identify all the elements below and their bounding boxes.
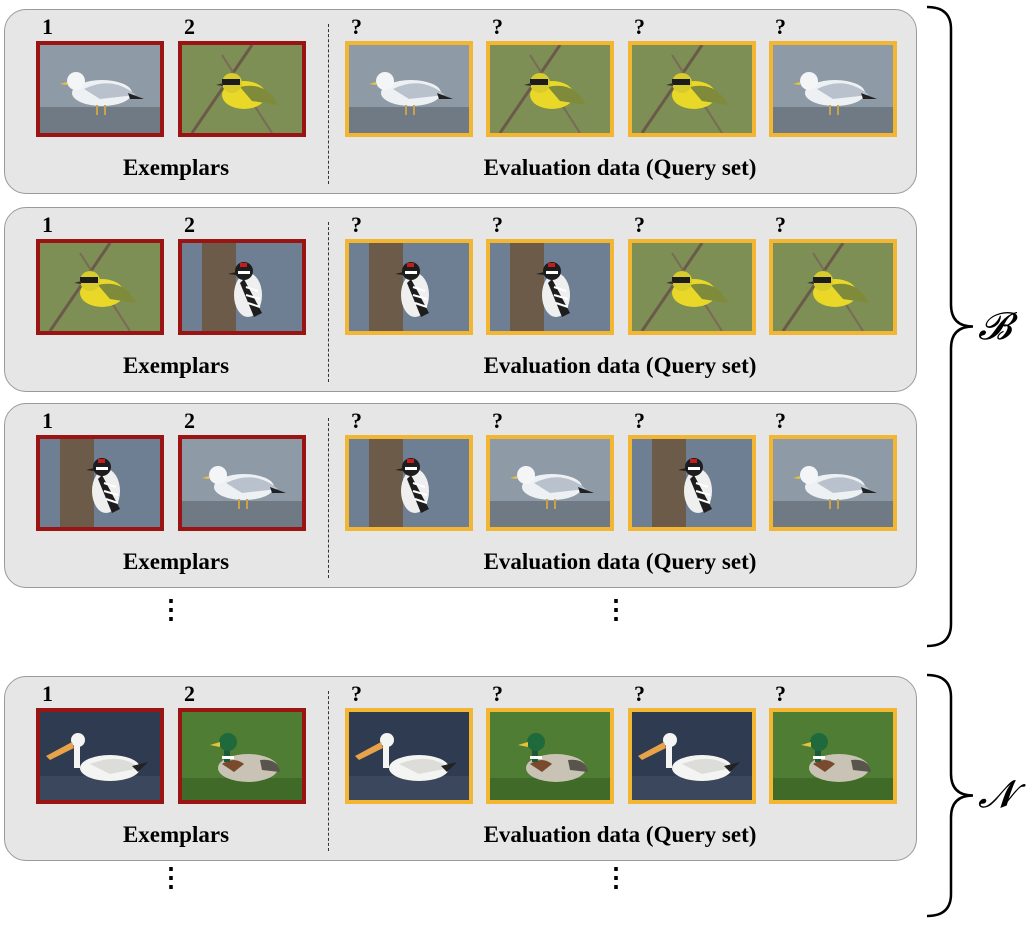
query-mark: ?	[775, 212, 786, 237]
exemplar-image	[36, 708, 164, 804]
query-image	[769, 41, 897, 137]
base-set-symbol: 𝓑	[978, 304, 1012, 348]
query-set-label: Evaluation data (Query set)	[483, 549, 757, 574]
support-query-divider	[328, 691, 329, 851]
query-mark: ?	[775, 408, 786, 433]
query-mark: ?	[492, 212, 503, 237]
exemplar-number: 2	[184, 14, 195, 39]
exemplar-number: 2	[184, 681, 195, 706]
query-mark: ?	[634, 681, 645, 706]
vertical-ellipsis: ⋮	[603, 595, 629, 624]
query-set-label: Evaluation data (Query set)	[483, 155, 757, 180]
query-mark: ?	[351, 14, 362, 39]
exemplar-image	[36, 239, 164, 335]
exemplar-image	[36, 41, 164, 137]
support-query-divider	[328, 222, 329, 382]
exemplar-image	[178, 708, 306, 804]
query-image	[345, 708, 473, 804]
exemplar-image	[178, 239, 306, 335]
query-image	[628, 239, 756, 335]
query-image	[769, 435, 897, 531]
vertical-ellipsis: ⋮	[603, 863, 629, 892]
novel-set-brace	[926, 673, 974, 918]
query-mark: ?	[351, 212, 362, 237]
exemplar-image	[36, 435, 164, 531]
exemplar-image	[178, 435, 306, 531]
query-image	[628, 708, 756, 804]
exemplar-image	[178, 41, 306, 137]
query-image	[486, 41, 614, 137]
query-mark: ?	[634, 14, 645, 39]
query-image	[628, 435, 756, 531]
query-image	[486, 708, 614, 804]
query-mark: ?	[351, 681, 362, 706]
vertical-ellipsis: ⋮	[158, 595, 184, 624]
query-image	[345, 239, 473, 335]
query-image	[628, 41, 756, 137]
exemplars-label: Exemplars	[122, 549, 230, 574]
exemplar-number: 2	[184, 212, 195, 237]
exemplar-number: 1	[42, 408, 53, 433]
novel-set-symbol: 𝓝	[978, 772, 1015, 816]
exemplars-label: Exemplars	[122, 822, 230, 847]
query-mark: ?	[492, 681, 503, 706]
exemplar-number: 1	[42, 14, 53, 39]
query-mark: ?	[634, 408, 645, 433]
query-image	[345, 41, 473, 137]
support-query-divider	[328, 418, 329, 578]
base-set-brace	[926, 5, 974, 648]
exemplar-number: 1	[42, 681, 53, 706]
query-image	[345, 435, 473, 531]
query-set-label: Evaluation data (Query set)	[483, 353, 757, 378]
query-image	[769, 708, 897, 804]
exemplars-label: Exemplars	[122, 155, 230, 180]
vertical-ellipsis: ⋮	[158, 863, 184, 892]
query-image	[486, 239, 614, 335]
exemplars-label: Exemplars	[122, 353, 230, 378]
query-mark: ?	[492, 408, 503, 433]
query-image	[769, 239, 897, 335]
exemplar-number: 2	[184, 408, 195, 433]
query-mark: ?	[492, 14, 503, 39]
query-mark: ?	[775, 681, 786, 706]
support-query-divider	[328, 24, 329, 184]
query-mark: ?	[775, 14, 786, 39]
query-mark: ?	[351, 408, 362, 433]
query-mark: ?	[634, 212, 645, 237]
query-set-label: Evaluation data (Query set)	[483, 822, 757, 847]
exemplar-number: 1	[42, 212, 53, 237]
query-image	[486, 435, 614, 531]
